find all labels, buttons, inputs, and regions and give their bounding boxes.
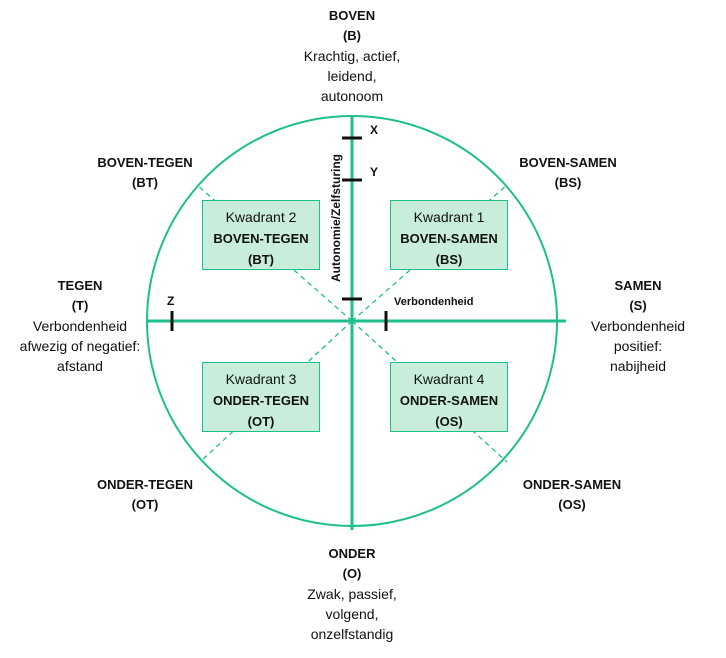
label-top-line: leidend, — [327, 68, 377, 84]
quadrant-name: BOVEN-TEGEN — [213, 231, 309, 246]
label-bottom-right: ONDER-SAMEN (OS) — [512, 475, 632, 515]
tick-x-label: X — [370, 123, 379, 137]
label-top-code: (B) — [342, 28, 362, 43]
label-right-line: positief: — [613, 338, 663, 354]
label-bottom-left-title: ONDER-TEGEN — [96, 477, 194, 492]
tick-y-label: Y — [370, 165, 379, 179]
label-bottom-left-code: (OT) — [131, 497, 159, 512]
label-left-line: afwezig of negatief: — [19, 338, 141, 354]
label-top-title: BOVEN — [328, 8, 376, 23]
quadrant-code: (OT) — [247, 414, 275, 429]
quadrant-1-box: Kwadrant 1 BOVEN-SAMEN (BS) — [390, 200, 508, 270]
quadrant-4-box: Kwadrant 4 ONDER-SAMEN (OS) — [390, 362, 508, 432]
label-top-right-code: (BS) — [554, 175, 582, 190]
quadrant-label: Kwadrant 2 — [225, 209, 297, 225]
label-right-line: nabijheid — [609, 358, 667, 374]
quadrant-label: Kwadrant 1 — [413, 209, 485, 225]
label-top: BOVEN (B) Krachtig, actief, leidend, aut… — [292, 6, 412, 106]
label-right-code: (S) — [629, 298, 647, 313]
label-left: TEGEN (T) Verbondenheid afwezig of negat… — [8, 276, 152, 376]
label-top-line: autonoom — [320, 88, 384, 104]
label-right: SAMEN (S) Verbondenheid positief: nabijh… — [578, 276, 698, 376]
vertical-axis-label: Autonomie/Zelfsturing — [329, 154, 343, 282]
quadrant-name: BOVEN-SAMEN — [400, 231, 498, 246]
label-bottom-line: Zwak, passief, — [307, 586, 397, 602]
label-top-right: BOVEN-SAMEN (BS) — [508, 153, 628, 193]
label-bottom-left: ONDER-TEGEN (OT) — [85, 475, 205, 515]
quadrant-name: ONDER-TEGEN — [212, 393, 310, 408]
quadrant-label: Kwadrant 3 — [225, 371, 297, 387]
label-bottom-line: onzelfstandig — [310, 626, 394, 642]
quadrant-name: ONDER-SAMEN — [399, 393, 499, 408]
diagonal-os — [351, 320, 508, 463]
tick-z-label: Z — [167, 294, 175, 308]
label-bottom: ONDER (O) Zwak, passief, volgend, onzelf… — [292, 544, 412, 644]
quadrant-2-box: Kwadrant 2 BOVEN-TEGEN (BT) — [202, 200, 320, 270]
label-top-left-title: BOVEN-TEGEN — [97, 155, 193, 170]
label-bottom-title: ONDER — [328, 546, 376, 561]
label-left-title: TEGEN — [57, 278, 103, 293]
label-right-title: SAMEN — [614, 278, 662, 293]
label-top-left: BOVEN-TEGEN (BT) — [85, 153, 205, 193]
label-bottom-right-title: ONDER-SAMEN — [522, 477, 622, 492]
label-bottom-line: volgend, — [325, 606, 379, 622]
quadrant-code: (BT) — [248, 252, 274, 267]
quadrant-3-box: Kwadrant 3 ONDER-TEGEN (OT) — [202, 362, 320, 432]
quadrant-code: (OS) — [435, 414, 463, 429]
label-bottom-right-code: (OS) — [558, 497, 586, 512]
label-top-left-code: (BT) — [132, 175, 158, 190]
label-bottom-code: (O) — [342, 566, 362, 581]
quadrant-code: (BS) — [435, 252, 463, 267]
label-top-right-title: BOVEN-SAMEN — [519, 155, 617, 170]
quadrant-label: Kwadrant 4 — [413, 371, 485, 387]
label-right-line: Verbondenheid — [590, 318, 686, 334]
label-left-line: Verbondenheid — [32, 318, 128, 334]
label-top-line: Krachtig, actief, — [303, 48, 401, 64]
horizontal-axis-label: Verbondenheid — [394, 296, 473, 308]
label-left-code: (T) — [71, 298, 89, 313]
label-left-line: afstand — [57, 358, 103, 374]
